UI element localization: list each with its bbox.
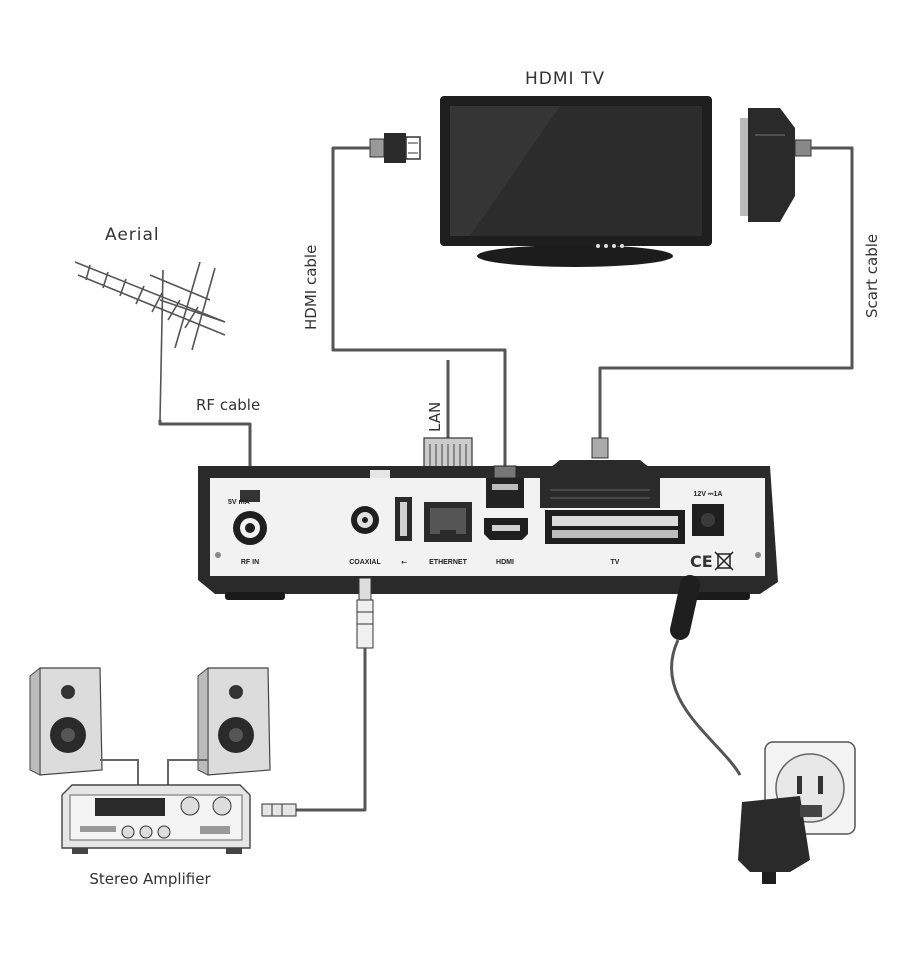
- aerial-label: Aerial: [105, 225, 160, 245]
- rf-cable: [158, 420, 252, 470]
- amp-display: [95, 798, 165, 816]
- rf-cable-label: RF cable: [196, 396, 260, 414]
- aerial-antenna: [74, 261, 226, 421]
- scart-connector-tv: [740, 108, 812, 222]
- hdmi-port: [484, 518, 528, 540]
- stereo-amplifier: [61, 784, 251, 854]
- coaxial-label: COAXIAL: [349, 559, 381, 566]
- ethernet-port: [424, 502, 472, 542]
- speaker-right: [197, 666, 271, 776]
- speaker-left: [29, 666, 103, 776]
- box-foot-right: [690, 592, 750, 600]
- scart-port: [545, 510, 685, 544]
- weee-icon: [714, 551, 734, 571]
- hdmi-label: HDMI: [496, 559, 514, 566]
- scart-plug-box: [540, 437, 660, 508]
- power-cable: [670, 575, 742, 776]
- ce-mark: CE: [690, 552, 713, 571]
- power-jack: [692, 504, 724, 536]
- hdmi-tv: [440, 96, 712, 267]
- tv-screen-glare: [450, 106, 560, 236]
- tv-stand: [477, 245, 673, 267]
- box-foot-left: [225, 592, 285, 600]
- coaxial-port: [351, 506, 379, 534]
- rf-in-port: [233, 490, 267, 545]
- hdmi-cable-label: HDMI cable: [302, 245, 320, 330]
- usb-label: ⭠: [401, 559, 407, 566]
- lan-label: LAN: [426, 402, 444, 432]
- rf-in-label: RF IN: [241, 559, 259, 566]
- tv-stand-buttons: [596, 244, 624, 248]
- power-jack-label: 12V ⎓1A: [694, 491, 723, 498]
- rf-power-label: 5V mA: [228, 499, 250, 506]
- hdmi-tv-label: HDMI TV: [525, 69, 605, 89]
- hdmi-plug-box: [486, 465, 524, 508]
- hdmi-connector-tv: [369, 133, 421, 163]
- power-adapter: [738, 796, 822, 884]
- speaker-wire-right: [167, 759, 208, 785]
- coaxial-cable: [296, 648, 367, 812]
- stereo-amplifier-label: Stereo Amplifier: [89, 870, 211, 888]
- scart-cable: [598, 146, 854, 440]
- coaxial-plug: [356, 577, 374, 649]
- usb-port: [395, 497, 412, 541]
- tv-port-label: TV: [611, 559, 620, 566]
- scart-cable-label: Scart cable: [863, 234, 881, 318]
- ethernet-label: ETHERNET: [429, 559, 467, 566]
- amp-rca-plug: [261, 803, 297, 817]
- hdmi-cable: [331, 146, 507, 470]
- speaker-wire-left: [100, 759, 139, 785]
